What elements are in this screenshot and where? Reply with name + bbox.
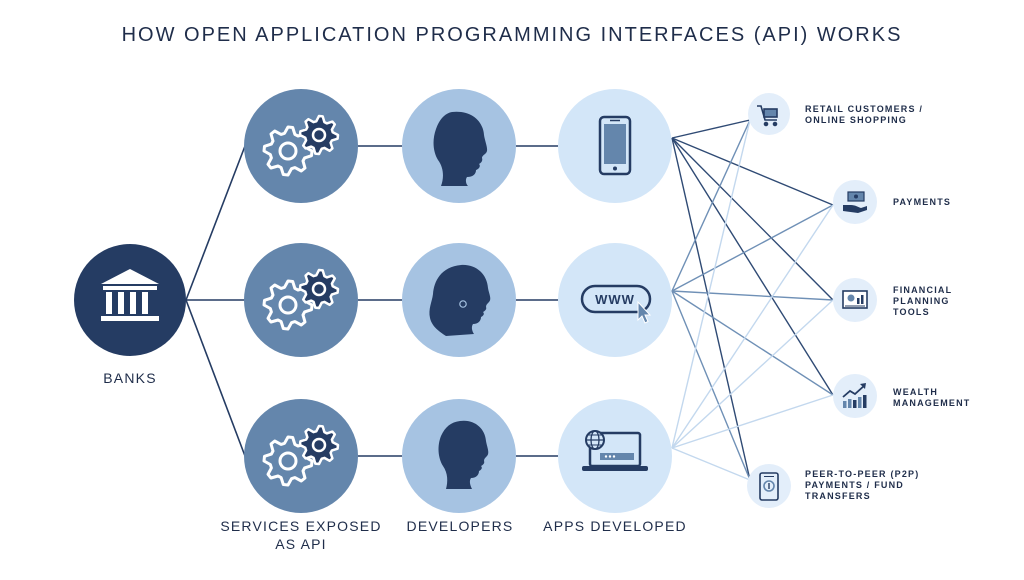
app-outcome-line [671, 394, 834, 449]
laptop-globe-icon [582, 430, 648, 471]
bank-service-line [185, 299, 246, 457]
svg-text:WWW: WWW [595, 292, 635, 307]
gears-icon [262, 114, 340, 177]
man-silhouette-icon [433, 111, 488, 186]
app-outcome-line [671, 447, 751, 481]
banks-label: BANKS [103, 370, 157, 386]
app-outcome-line [671, 299, 834, 449]
connector-lines [185, 119, 834, 481]
app-outcome-line [671, 119, 751, 449]
planning-chart-icon [842, 290, 868, 309]
person-silhouette-icon [438, 420, 489, 489]
gears-icon [262, 268, 340, 331]
www-browser-icon: WWW [580, 284, 652, 324]
shopping-cart-icon [757, 105, 778, 127]
service-node-3 [244, 399, 358, 513]
app-outcome-line [671, 137, 751, 481]
diagram-title: HOW OPEN APPLICATION PROGRAMMING INTERFA… [121, 24, 903, 46]
outcome-node-wealth [833, 374, 877, 418]
bank-node [74, 244, 186, 356]
apps-label: APPS DEVELOPED [543, 518, 687, 534]
gears-icon [262, 424, 340, 487]
service-node-1 [244, 89, 358, 203]
service-node-2 [244, 243, 358, 357]
growth-chart-icon [842, 383, 867, 408]
app-outcome-line [671, 290, 834, 301]
app-outcome-line [671, 119, 751, 292]
outcome-label-payments: PAYMENTS [893, 197, 952, 207]
app-outcome-line [671, 290, 834, 396]
app-outcome-line [671, 204, 834, 449]
woman-silhouette-icon [429, 264, 491, 336]
developers-label: DEVELOPERS [406, 518, 514, 534]
app-node-3 [558, 399, 672, 513]
developer-node-3 [402, 399, 516, 513]
services-label-line2: AS API [275, 536, 327, 552]
developer-node-1 [402, 89, 516, 203]
outcome-node-retail [748, 93, 790, 135]
outcome-node-payments [833, 180, 877, 224]
bank-service-line [185, 145, 246, 301]
outcome-label-retail: RETAIL CUSTOMERS /ONLINE SHOPPING [805, 104, 924, 125]
app-node-2: WWW [558, 243, 672, 357]
developer-node-2 [402, 243, 516, 357]
payment-hand-icon [843, 191, 867, 213]
app-outcome-line [671, 137, 834, 396]
outcome-node-planning [833, 278, 877, 322]
smartphone-icon [598, 115, 632, 176]
mobile-transfer-icon [759, 472, 779, 501]
app-node-1 [558, 89, 672, 203]
bank-building-icon [101, 269, 159, 321]
outcome-node-p2p [747, 464, 791, 508]
app-outcome-line [671, 137, 834, 301]
app-outcome-line [671, 137, 834, 206]
services-label-line1: SERVICES EXPOSED [220, 518, 382, 534]
app-outcome-line [671, 204, 834, 292]
app-outcome-line [671, 119, 751, 139]
app-outcome-line [671, 290, 751, 481]
